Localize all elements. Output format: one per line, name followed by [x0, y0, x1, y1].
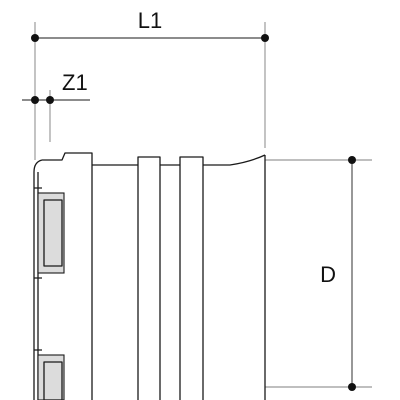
l1-label: L1 — [138, 8, 162, 33]
l1-right-point — [261, 34, 269, 42]
flared-end — [203, 154, 266, 400]
dimension-l1: L1 — [31, 8, 269, 160]
lower-insert-inner — [43, 361, 63, 400]
l1-left-point — [31, 34, 39, 42]
z1-label: Z1 — [62, 70, 88, 95]
fitting-body — [33, 152, 266, 400]
dimension-d: D — [265, 156, 372, 391]
d-label: D — [320, 262, 336, 287]
upper-insert — [37, 192, 65, 274]
z1-left-point — [31, 96, 39, 104]
ring-one — [137, 156, 161, 400]
dimension-z1: Z1 — [22, 70, 90, 142]
socket-notches — [34, 187, 42, 351]
d-bottom-point — [348, 383, 356, 391]
upper-insert-inner — [43, 199, 63, 267]
z1-right-point — [46, 96, 54, 104]
d-top-point — [348, 156, 356, 164]
tube-body — [92, 164, 138, 166]
ring-two — [179, 156, 204, 400]
